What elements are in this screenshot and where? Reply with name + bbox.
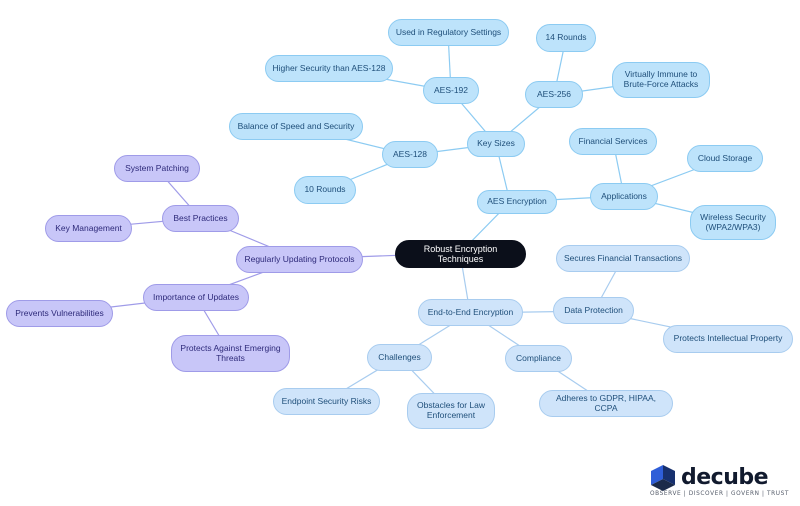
aes-192-node[interactable]: AES-192 <box>423 77 479 104</box>
financial-services-node[interactable]: Financial Services <box>569 128 657 155</box>
protects-ip-node[interactable]: Protects Intellectual Property <box>663 325 793 353</box>
endpoint-security-node[interactable]: Endpoint Security Risks <box>273 388 380 415</box>
data-protection-node[interactable]: Data Protection <box>553 297 634 324</box>
secures-financial-node[interactable]: Secures Financial Transactions <box>556 245 690 272</box>
fourteen-rounds-node[interactable]: 14 Rounds <box>536 24 596 52</box>
best-practices-node[interactable]: Best Practices <box>162 205 239 232</box>
regularly-updating-node[interactable]: Regularly Updating Protocols <box>236 246 363 273</box>
end-to-end-encryption-node[interactable]: End-to-End Encryption <box>418 299 523 326</box>
decube-logo: decube OBSERVE | DISCOVER | GOVERN | TRU… <box>648 463 788 503</box>
aes-128-node[interactable]: AES-128 <box>382 141 438 168</box>
system-patching-node[interactable]: System Patching <box>114 155 200 182</box>
importance-of-updates-node[interactable]: Importance of Updates <box>143 284 249 311</box>
balance-speed-security-node[interactable]: Balance of Speed and Security <box>229 113 363 140</box>
logo-wordmark: decube <box>681 465 769 490</box>
key-sizes-node[interactable]: Key Sizes <box>467 131 525 157</box>
prevents-vulnerabilities-node[interactable]: Prevents Vulnerabilities <box>6 300 113 327</box>
decube-cube-icon <box>651 465 675 491</box>
aes-256-node[interactable]: AES-256 <box>525 81 583 108</box>
law-enforcement-node[interactable]: Obstacles for Law Enforcement <box>407 393 495 429</box>
brute-force-immune-node[interactable]: Virtually Immune to Brute-Force Attacks <box>612 62 710 98</box>
protects-emerging-threats-node[interactable]: Protects Against Emerging Threats <box>171 335 290 372</box>
gdpr-hipaa-ccpa-node[interactable]: Adheres to GDPR, HIPAA, CCPA <box>539 390 673 417</box>
cloud-storage-node[interactable]: Cloud Storage <box>687 145 763 172</box>
root-node[interactable]: Robust Encryption Techniques <box>395 240 526 268</box>
applications-node[interactable]: Applications <box>590 183 658 210</box>
logo-tagline: OBSERVE | DISCOVER | GOVERN | TRUST <box>650 491 790 497</box>
ten-rounds-node[interactable]: 10 Rounds <box>294 176 356 204</box>
used-in-regulatory-node[interactable]: Used in Regulatory Settings <box>388 19 509 46</box>
aes-encryption-node[interactable]: AES Encryption <box>477 190 557 214</box>
compliance-node[interactable]: Compliance <box>505 345 572 372</box>
higher-security-node[interactable]: Higher Security than AES-128 <box>265 55 393 82</box>
challenges-node[interactable]: Challenges <box>367 344 432 371</box>
wireless-security-node[interactable]: Wireless Security (WPA2/WPA3) <box>690 205 776 240</box>
key-management-node[interactable]: Key Management <box>45 215 132 242</box>
